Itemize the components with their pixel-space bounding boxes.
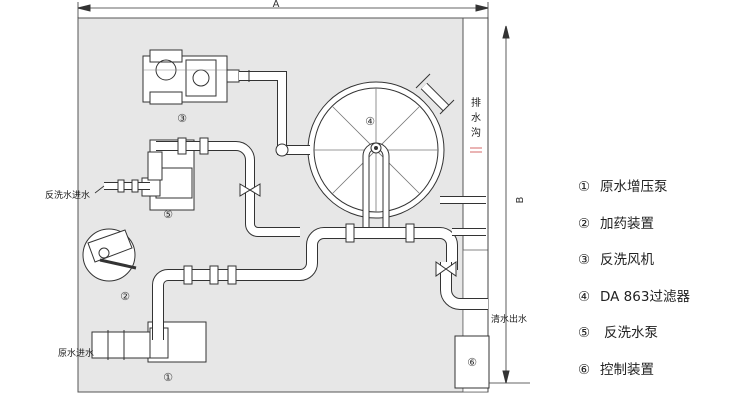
marker-5: ⑤: [163, 208, 173, 221]
drain-channel-label-1: 排: [471, 96, 481, 109]
legend-item: ④ DA 863过滤器: [578, 286, 748, 323]
legend-marker: ②: [578, 215, 591, 232]
legend-marker: ⑥: [578, 361, 591, 378]
legend-item: ① 原水增压泵: [578, 176, 748, 213]
dimension-b-label: B: [515, 196, 526, 203]
clear-water-outlet-label: 清水出水: [491, 313, 527, 325]
backwash-blower: [142, 49, 240, 105]
equipment-legend: ① 原水增压泵 ② 加药装置 ③ 反洗风机 ④ DA 863过滤器 ⑤ 反洗水泵 ⑥ 控制装…: [578, 176, 748, 396]
legend-marker: ⑤: [578, 325, 591, 342]
dimension-a: [77, 2, 489, 18]
filter-vent: [415, 73, 455, 115]
legend-text: 原水增压泵: [600, 179, 668, 195]
dimension-b: [488, 25, 530, 384]
raw-water-inlet-label: 原水进水: [58, 347, 94, 359]
legend-text: 加药装置: [600, 215, 654, 232]
marker-4: ④: [365, 115, 375, 128]
legend-marker: ④: [578, 288, 591, 305]
marker-6: ⑥: [467, 356, 477, 369]
drain-channel-label-3: 沟: [471, 126, 481, 139]
legend-item: ⑥ 控制装置: [578, 359, 748, 396]
dosing-device: [82, 228, 137, 282]
filter-tank: [307, 81, 445, 230]
drain-pipe: [440, 196, 486, 236]
backwash-pipe: [156, 137, 300, 237]
raw-water-pipe: [152, 223, 458, 340]
air-pipe: [239, 70, 310, 157]
legend-item: ③ 反洗风机: [578, 249, 748, 286]
backwash-inlet-pipe: [104, 179, 150, 193]
clear-water-pipe: [435, 261, 488, 310]
legend-text: 控制装置: [600, 361, 654, 378]
marker-3: ③: [177, 112, 187, 125]
backwash-inlet-label: 反洗水进水: [45, 189, 90, 201]
legend-item: ② 加药装置: [578, 213, 748, 250]
legend-text: 反洗风机: [600, 252, 654, 269]
control-device: [454, 335, 490, 389]
dimension-a-label: A: [273, 0, 280, 10]
legend-marker: ③: [578, 252, 591, 269]
legend-marker: ①: [578, 179, 591, 195]
legend-text: DA 863过滤器: [600, 288, 690, 305]
marker-2: ②: [120, 290, 130, 303]
marker-1: ①: [163, 371, 173, 384]
drain-channel-label-2: 水: [471, 112, 481, 124]
backwash-pump: [141, 139, 195, 211]
legend-text: 反洗水泵: [604, 325, 658, 342]
legend-item: ⑤ 反洗水泵: [578, 322, 748, 359]
